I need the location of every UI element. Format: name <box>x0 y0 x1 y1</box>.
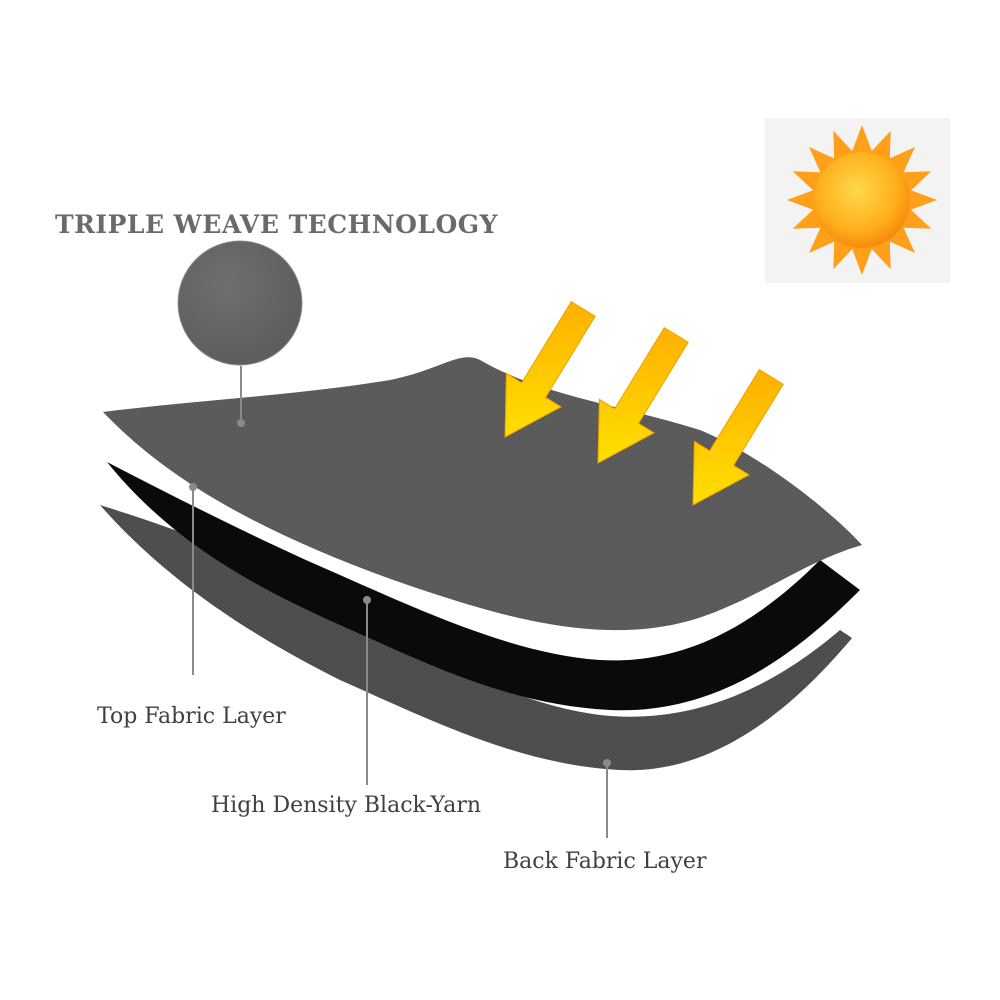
sun-icon <box>787 125 937 275</box>
back-fabric-layer <box>100 505 852 771</box>
sun-disc <box>814 152 910 248</box>
top-fabric-layer <box>103 357 862 631</box>
top-fabric-layer-label: Top Fabric Layer <box>97 704 286 729</box>
sunlight-arrow-1 <box>504 301 596 438</box>
black-yarn-layer <box>107 462 860 711</box>
leader-lines <box>189 366 611 838</box>
back-fabric-layer-label: Back Fabric Layer <box>503 849 707 874</box>
sunlight-arrow-icon <box>504 301 784 506</box>
sunlight-arrow-3 <box>692 369 784 506</box>
black-yarn-layer-label: High Density Black-Yarn <box>211 793 482 818</box>
sunlight-arrow-2 <box>597 327 689 464</box>
page-title: TRIPLE WEAVE TECHNOLOGY <box>55 210 498 239</box>
